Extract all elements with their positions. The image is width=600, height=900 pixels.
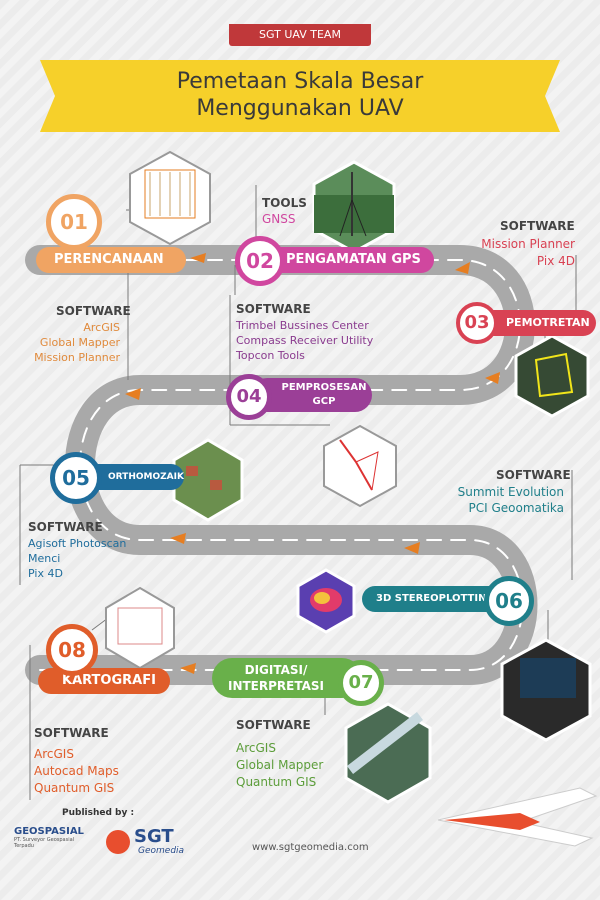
step-04-number: 04 (226, 374, 272, 420)
step-02-software-heading: SOFTWARE (236, 302, 311, 316)
hex-image-dem (296, 568, 356, 634)
step-07-software-heading: SOFTWARE (236, 718, 311, 732)
page-title: Pemetaan Skala Besar Menggunakan UAV (60, 68, 540, 122)
step-02-label: PENGAMATAN GPS (264, 247, 434, 273)
step-03-number: 03 (456, 302, 498, 344)
step-03-software-heading: SOFTWARE (500, 219, 575, 233)
hex-image-plan (129, 150, 211, 246)
list-item: Pix 4D (28, 567, 63, 580)
list-item: Summit Evolution (457, 485, 564, 499)
list-item: Quantum GIS (34, 781, 115, 795)
step-01-software-heading: SOFTWARE (56, 304, 131, 318)
list-item: Menci (28, 552, 61, 565)
website-link[interactable]: www.sgtgeomedia.com (252, 842, 369, 853)
step-04-label-line-1: PEMPROSESAN (281, 382, 367, 393)
hex-image-workstation (500, 638, 592, 742)
step-01-label: PERENCANAAN (36, 247, 186, 273)
hex-image-flightplan (514, 334, 590, 418)
list-item: Compass Receiver Utility (236, 334, 374, 347)
step-07-number: 07 (338, 660, 384, 706)
step-02-tools-value: GNSS (262, 212, 296, 226)
list-item: Global Mapper (236, 758, 324, 772)
list-item: ArcGIS (83, 321, 120, 334)
hex-image-gnss (312, 160, 396, 254)
title-banner (40, 60, 560, 132)
step-06-label: 3D STEREOPLOTTING (362, 586, 502, 612)
list-item: Pix 4D (536, 254, 575, 268)
step-07-software-list: ArcGIS Global Mapper Quantum GIS (236, 740, 323, 791)
sgt-geomedia-logo: SGT Geomedia (106, 824, 186, 858)
hex-image-aerial (344, 702, 432, 804)
list-item: Trimbel Bussines Center (236, 319, 369, 332)
step-01-software-list: ArcGIS Global Mapper Mission Planner (30, 320, 120, 365)
step-06-software-heading: SOFTWARE (496, 468, 571, 482)
list-item: Autocad Maps (34, 764, 119, 778)
list-item: Topcon Tools (236, 349, 305, 362)
step-08-number: 08 (46, 624, 98, 676)
step-05-software-list: Agisoft Photoscan Menci Pix 4D (28, 536, 126, 581)
step-07-label: DIGITASI/ INTERPRETASI (212, 658, 362, 698)
sgt-logo-text: SGT (134, 826, 174, 847)
team-badge: SGT UAV TEAM (229, 24, 371, 46)
geospasial-logo: GEOSPASIAL PT. Surveyor Geospasial Terpa… (14, 826, 94, 849)
step-07-label-line-1: DIGITASI/ (244, 663, 308, 677)
list-item: PCI Geoomatika (468, 501, 564, 515)
uav-illustration (437, 787, 598, 847)
hex-image-gcp (323, 424, 397, 508)
hex-image-orthomosaic (172, 438, 244, 522)
published-by-label: Published by : (62, 808, 135, 818)
step-08-software-list: ArcGIS Autocad Maps Quantum GIS (34, 746, 119, 797)
list-item: ArcGIS (236, 741, 276, 755)
list-item: Mission Planner (481, 237, 575, 251)
sgt-logo-mark (106, 830, 130, 854)
list-item: Agisoft Photoscan (28, 537, 127, 550)
step-04-label-line-2: GCP (312, 396, 336, 407)
geospasial-logo-text: GEOSPASIAL (14, 826, 84, 837)
list-item: Global Mapper (39, 336, 120, 349)
sgt-logo-subtext: Geomedia (138, 846, 185, 856)
step-06-number: 06 (484, 576, 534, 626)
step-02-tools-heading: TOOLS (262, 196, 307, 210)
step-02-number: 02 (235, 236, 285, 286)
step-02-software-list: Trimbel Bussines Center Compass Receiver… (236, 318, 373, 363)
title-line-1: Pemetaan Skala Besar (176, 69, 424, 94)
step-06-software-list: Summit Evolution PCI Geoomatika (440, 484, 564, 516)
step-01-number: 01 (46, 194, 102, 250)
list-item: Mission Planner (34, 351, 120, 364)
step-08-software-heading: SOFTWARE (34, 726, 109, 740)
step-05-software-heading: SOFTWARE (28, 520, 103, 534)
list-item: Quantum GIS (236, 775, 317, 789)
geospasial-logo-subtext: PT. Surveyor Geospasial Terpadu (14, 837, 75, 849)
step-05-number: 05 (50, 452, 102, 504)
step-07-label-line-2: INTERPRETASI (227, 679, 324, 693)
title-line-2: Menggunakan UAV (196, 96, 404, 121)
step-03-software-list: Mission Planner Pix 4D (470, 236, 575, 270)
list-item: ArcGIS (34, 747, 74, 761)
